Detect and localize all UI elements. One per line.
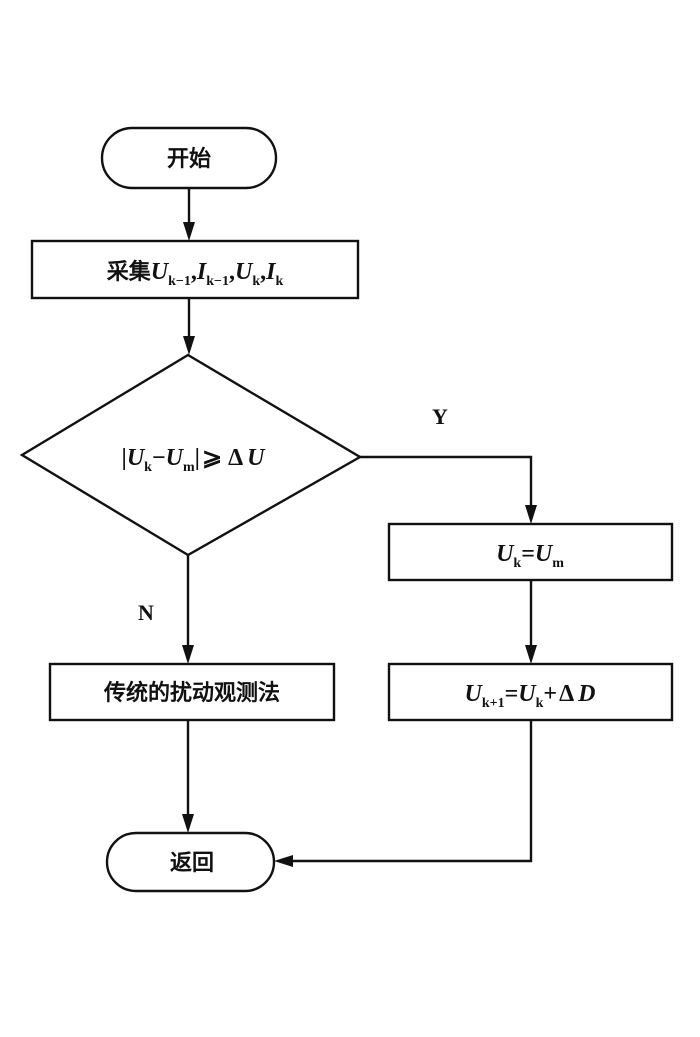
var-u: U bbox=[518, 681, 537, 707]
var-u: U bbox=[535, 541, 554, 567]
sub: k bbox=[536, 696, 544, 711]
decision-shape bbox=[19, 353, 363, 557]
equals: = bbox=[521, 541, 535, 567]
sub: k bbox=[144, 460, 152, 475]
sub: k−1 bbox=[168, 274, 191, 289]
delta: Δ bbox=[559, 681, 574, 707]
traditional-shape bbox=[48, 662, 336, 722]
edge-update-return bbox=[274, 720, 533, 867]
arrowhead-icon bbox=[183, 222, 195, 241]
no-label: N bbox=[138, 600, 154, 625]
var-u: U bbox=[235, 259, 254, 285]
collect-node: 采集Uk−1,Ik−1,Uk,Ik bbox=[30, 239, 360, 300]
sub: m bbox=[552, 556, 564, 571]
edge-traditional-return bbox=[182, 720, 194, 833]
delta: Δ bbox=[228, 445, 243, 471]
traditional-node: 传统的扰动观测法 bbox=[48, 662, 336, 722]
geq: ⩾ bbox=[202, 445, 222, 471]
plus: + bbox=[543, 681, 557, 707]
var-u: U bbox=[496, 541, 515, 567]
yes-label: Y bbox=[432, 404, 448, 429]
update-shape bbox=[387, 662, 674, 722]
traditional-label: 传统的扰动观测法 bbox=[103, 680, 280, 706]
var-d: D bbox=[577, 681, 595, 707]
var-u: U bbox=[166, 445, 185, 471]
var-u: U bbox=[247, 445, 266, 471]
minus: − bbox=[152, 445, 166, 471]
arrowhead-icon bbox=[525, 505, 537, 524]
set-uk-shape bbox=[387, 522, 674, 582]
abs-bar: | bbox=[195, 445, 200, 471]
set-uk-node: Uk=Um bbox=[387, 522, 674, 582]
edge-decision-no: N bbox=[138, 555, 194, 664]
edge-decision-yes: Y bbox=[360, 404, 537, 524]
abs-bar: | bbox=[122, 445, 127, 471]
var-u: U bbox=[127, 445, 146, 471]
sub: k bbox=[513, 556, 521, 571]
start-node: 开始 bbox=[100, 126, 278, 190]
var-u: U bbox=[464, 681, 483, 707]
arrowhead-icon bbox=[183, 336, 195, 355]
var-u: U bbox=[151, 259, 170, 285]
equals: = bbox=[505, 681, 519, 707]
sub: k−1 bbox=[206, 274, 229, 289]
arrowhead-icon bbox=[182, 645, 194, 664]
sep: , bbox=[260, 259, 266, 285]
sub: k bbox=[275, 274, 283, 289]
return-node: 返回 bbox=[105, 831, 276, 893]
edge-line bbox=[360, 455, 533, 511]
arrowhead-icon bbox=[274, 855, 293, 867]
sub: k bbox=[252, 274, 260, 289]
edge-collect-decision bbox=[183, 298, 195, 355]
edge-line bbox=[287, 720, 533, 863]
return-label: 返回 bbox=[170, 851, 214, 876]
sub: k+1 bbox=[482, 696, 505, 711]
arrowhead-icon bbox=[525, 645, 537, 664]
sep: , bbox=[191, 259, 197, 285]
sub: m bbox=[183, 460, 195, 475]
sep: , bbox=[229, 259, 235, 285]
edge-start-collect bbox=[183, 188, 195, 241]
set-uk-label: Uk=Um bbox=[496, 541, 564, 571]
collect-shape bbox=[30, 239, 360, 300]
edge-setuk-update bbox=[525, 580, 537, 664]
collect-prefix: 采集 bbox=[107, 259, 152, 285]
return-shape bbox=[105, 831, 276, 893]
start-label: 开始 bbox=[167, 146, 211, 172]
arrowhead-icon bbox=[182, 814, 194, 833]
var-i: I bbox=[265, 259, 277, 285]
collect-label: 采集Uk−1,Ik−1,Uk,Ik bbox=[107, 259, 284, 289]
var-i: I bbox=[196, 259, 208, 285]
